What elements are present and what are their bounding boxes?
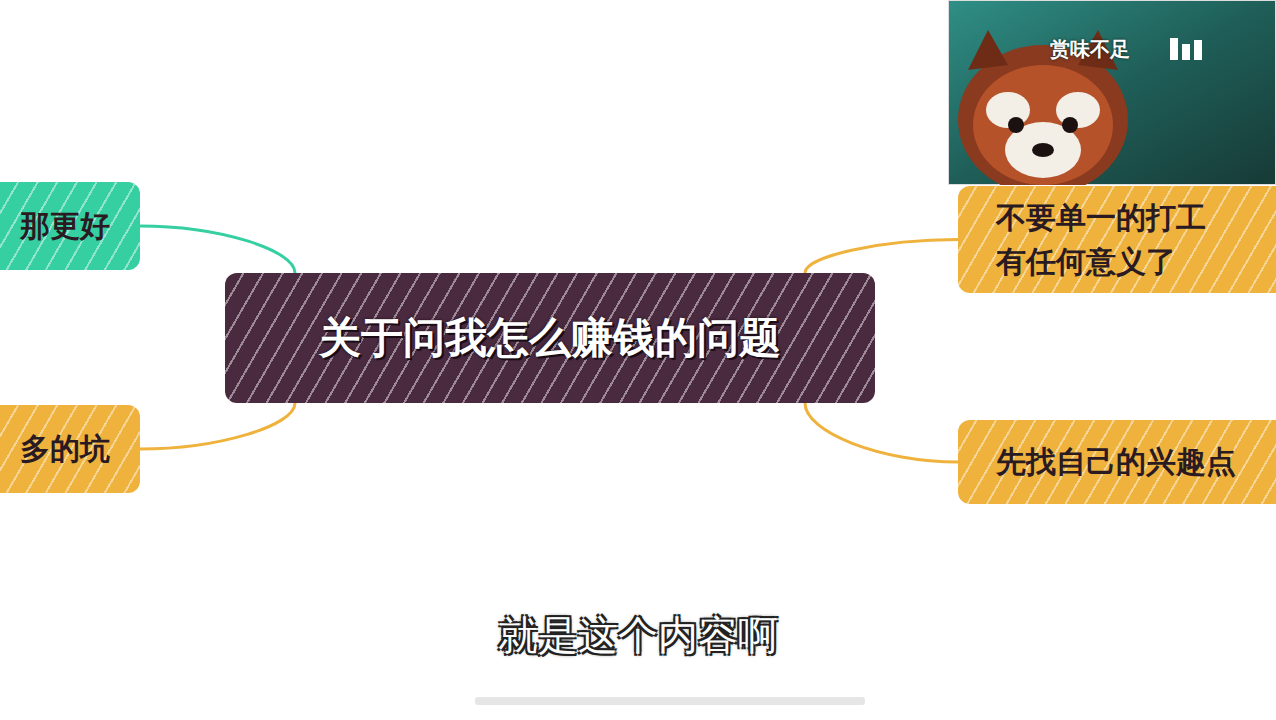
branch-connector	[805, 403, 958, 462]
branch-box: 那更好	[0, 182, 140, 270]
branch-connector	[140, 226, 295, 273]
branch-box: 不要单一的打工 有任何意义了	[958, 186, 1276, 293]
subtitle: 就是这个内容啊	[498, 608, 778, 663]
node-text: 那更好	[20, 204, 110, 248]
node-text: 不要单一的打工 有任何意义了	[996, 196, 1222, 283]
video-overlay	[948, 0, 1276, 185]
branch-connector	[140, 403, 295, 449]
progress-bar	[475, 697, 865, 705]
central-topic-box: 关于问我怎么赚钱的问题	[225, 273, 875, 403]
video-overlay-text: 赏味不足	[1050, 36, 1130, 63]
branch-box: 多的坑	[0, 405, 140, 493]
branch-box: 先找自己的兴趣点	[958, 420, 1276, 504]
node-text: 先找自己的兴趣点	[996, 440, 1236, 484]
node-text: 多的坑	[20, 427, 110, 471]
node-text: 关于问我怎么赚钱的问题	[319, 308, 781, 369]
branch-connector	[805, 240, 958, 274]
